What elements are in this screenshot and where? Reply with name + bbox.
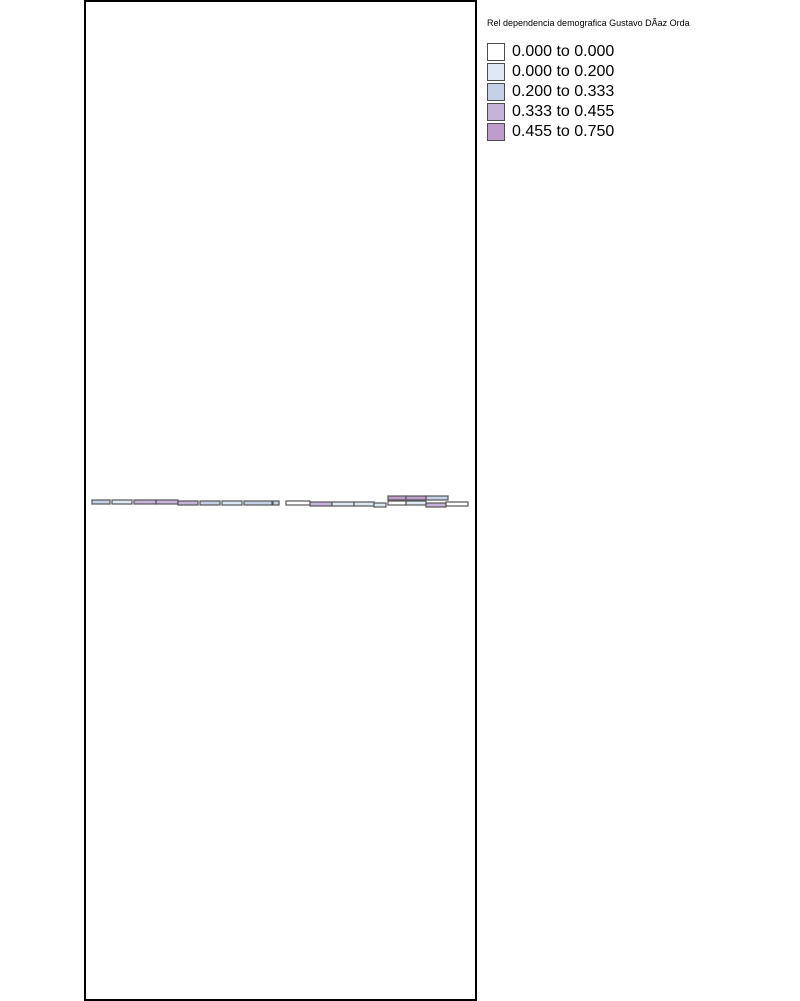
legend-title: Rel dependencia demografica Gustavo DÃ­a… [487,18,690,28]
map-region [387,500,407,506]
legend: Rel dependencia demografica Gustavo DÃ­a… [487,18,787,142]
map-region [221,500,243,506]
map-region [199,500,221,506]
map-region [353,501,375,507]
map-region [373,502,387,508]
map-region [155,499,179,505]
legend-swatch [487,43,505,61]
legend-row: 0.000 to 0.200 [487,62,787,82]
legend-row: 0.000 to 0.000 [487,42,787,62]
map-region [425,502,447,508]
map-canvas [91,495,469,508]
map-region [177,500,199,506]
map-region [331,501,355,507]
legend-swatch [487,83,505,101]
map-region [272,500,280,506]
legend-label: 0.000 to 0.200 [512,63,615,80]
map-region [445,501,469,507]
legend-row: 0.200 to 0.333 [487,82,787,102]
legend-label: 0.000 to 0.000 [512,43,615,60]
map-region [425,495,449,501]
map-region [91,499,111,505]
legend-swatch [487,63,505,81]
map-region [133,499,157,505]
legend-row: 0.455 to 0.750 [487,122,787,142]
map-frame [84,0,477,1001]
legend-label: 0.333 to 0.455 [512,103,615,120]
legend-swatch [487,103,505,121]
map-region [243,500,273,506]
map-region [309,501,333,507]
map-region [405,500,427,506]
legend-swatch [487,123,505,141]
map-region [285,500,311,506]
map-region [111,499,133,505]
legend-rows: 0.000 to 0.000 0.000 to 0.200 0.200 to 0… [487,42,787,142]
legend-row: 0.333 to 0.455 [487,102,787,122]
legend-label: 0.455 to 0.750 [512,123,615,140]
map-region [387,495,407,501]
legend-label: 0.200 to 0.333 [512,83,615,100]
map-region [405,495,427,501]
